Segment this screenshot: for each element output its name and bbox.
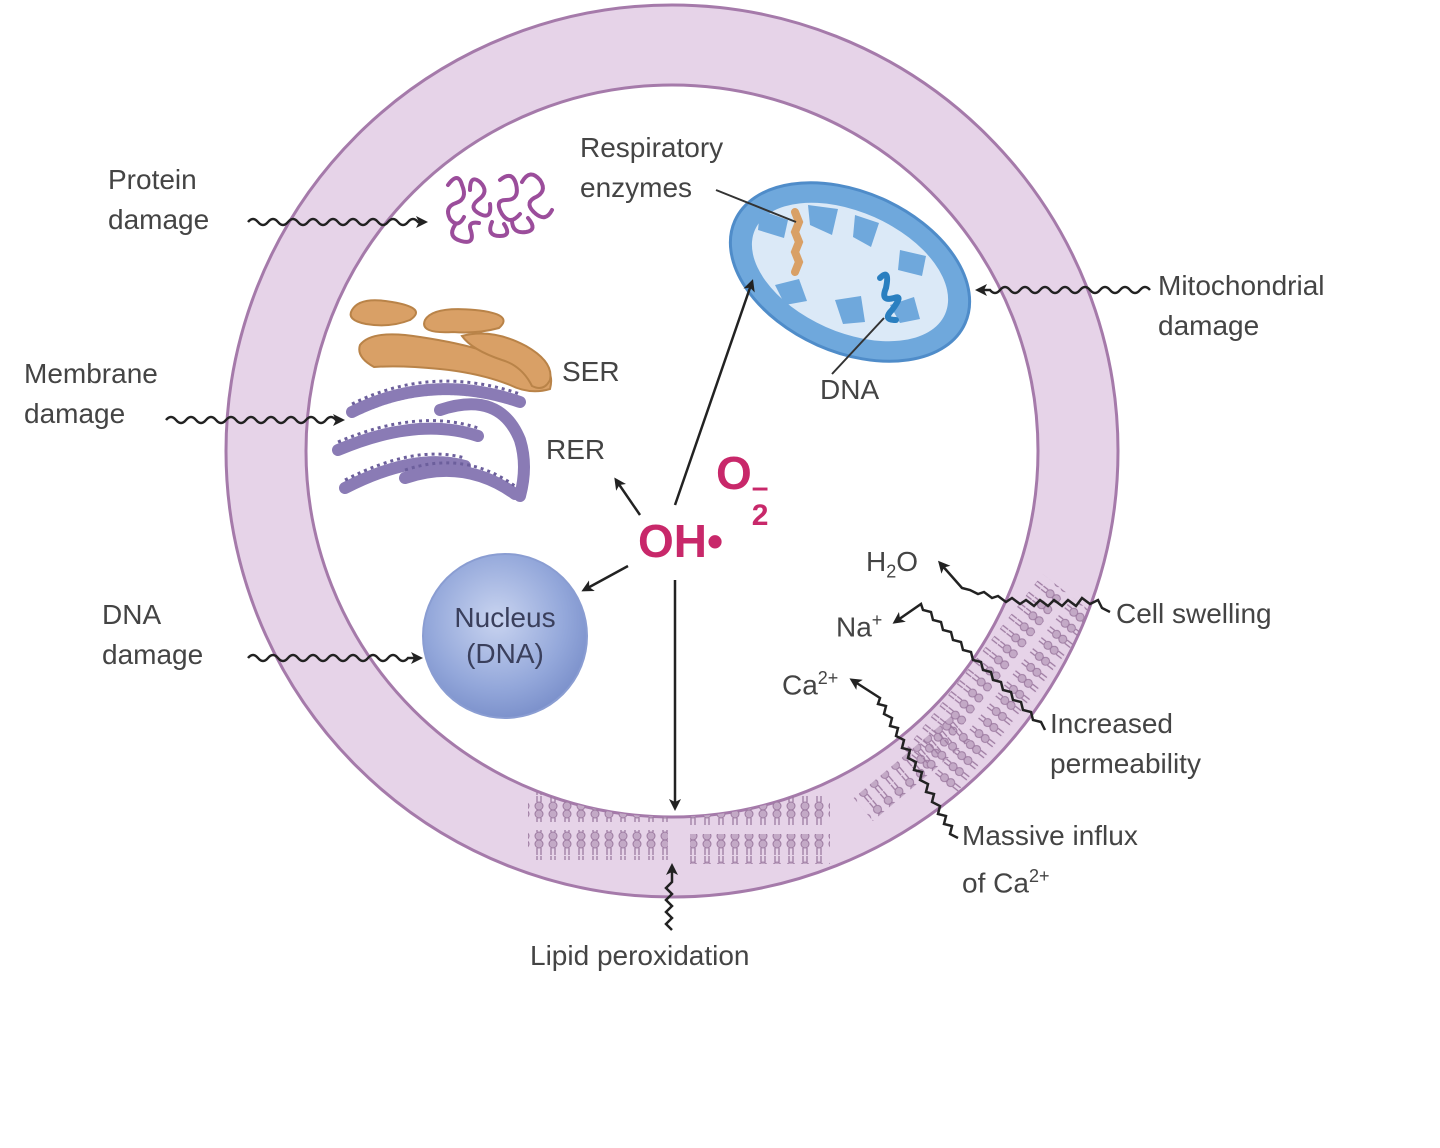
mitochondrion	[728, 181, 972, 363]
nucleus	[422, 553, 588, 719]
ser-label: SER	[562, 356, 620, 387]
cell-membrane-outer-edge	[224, 3, 1120, 899]
dna-damage-arrow	[247, 652, 423, 664]
smooth-er	[349, 299, 553, 393]
rer-label: RER	[546, 434, 606, 465]
radical-to-mitochondrion-arrow	[673, 279, 755, 506]
water-label: H2O	[866, 546, 919, 582]
dna-damage-label: DNA damage	[102, 599, 204, 670]
mito-dna-pointer	[831, 317, 885, 375]
lipid-peroxidation-label: Lipid peroxidation	[530, 940, 750, 971]
mitochondrial-damage-arrow	[975, 284, 1151, 296]
lipid-peroxidation-arrow	[664, 863, 678, 931]
cell-membrane-inner-edge	[304, 83, 1040, 819]
protein-damage-arrow	[247, 216, 428, 228]
superoxide-label: O–2	[716, 447, 769, 532]
nucleus-label: Nucleus (DNA)	[454, 602, 556, 669]
cell-swelling-arrow	[938, 560, 1111, 614]
membrane-damage-arrow	[165, 414, 345, 426]
respiratory-enzymes-pointer	[715, 189, 797, 223]
mito-dna-label: DNA	[820, 374, 880, 405]
rough-er	[332, 383, 530, 502]
mitochondrial-damage-label: Mitochondrial damage	[1158, 270, 1325, 341]
lipid-bilayer-right	[853, 574, 1097, 821]
cell-membrane-ring	[226, 5, 1118, 897]
sodium-influx-arrow	[892, 602, 1047, 731]
protein-coils	[446, 172, 554, 244]
sodium-label: Na+	[836, 610, 883, 643]
radical-to-rer-arrow	[614, 477, 642, 516]
membrane-damage-label: Membrane damage	[24, 358, 158, 429]
cell-swelling-label: Cell swelling	[1116, 598, 1272, 629]
massive-influx-label: Massive influx of Ca2+	[962, 820, 1138, 899]
rough-er-ribosomes	[337, 379, 521, 488]
respiratory-enzymes-label: Respiratory enzymes	[580, 132, 724, 203]
radical-to-nucleus-arrow	[581, 564, 629, 592]
hydroxyl-radical-label: OH•	[638, 515, 724, 567]
calcium-label: Ca2+	[782, 668, 839, 701]
protein-damage-label: Protein damage	[108, 164, 210, 235]
calcium-influx-arrow	[849, 678, 959, 840]
increased-permeability-label: Increased permeability	[1050, 708, 1201, 779]
